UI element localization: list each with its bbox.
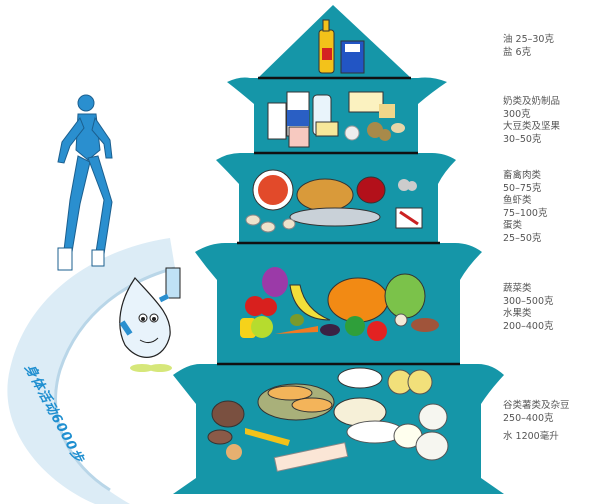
label-oil-salt: 油 25–30克 盐 6克 [503,34,554,59]
label-line: 奶类及奶制品 [503,96,561,107]
label-line: 谷类薯类及杂豆 [503,400,570,411]
dairy-icon [267,91,339,148]
tier-dividers [217,76,460,366]
runner-icon [57,94,113,271]
label-line: 250–400克 [503,412,554,424]
label-line: 鱼虾类 [503,195,532,207]
label-line: 75–100克 [503,207,548,219]
label-water: 水 1200毫升 [503,431,559,444]
label-line: 蛋类 [503,220,523,232]
soy-nuts-icon [344,91,405,141]
label-line: 水 1200毫升 [503,431,559,442]
label-line: 蔬菜类 [503,283,532,294]
salt-bag-icon [340,40,365,74]
label-line: 油 25–30克 [503,34,554,45]
label-grains: 谷类薯类及杂豆 250–400克 [503,400,570,425]
meat-fish-egg-icon [245,169,423,233]
grains-icon [207,367,449,472]
label-line: 300–500克 [503,295,554,307]
label-line: 50–75克 [503,182,542,194]
label-line: 300克 [503,108,531,120]
label-line: 盐 6克 [503,46,532,58]
label-line: 水果类 [503,308,532,320]
label-line: 200–400克 [503,320,554,332]
pagoda-tier-2 [227,77,447,153]
label-dairy-soy: 奶类及奶制品 300克 大豆类及坚果 30–50克 [503,96,560,146]
label-meat-fish-egg: 畜禽肉类 50–75克 鱼虾类 75–100克 蛋类 25–50克 [503,170,547,246]
label-line: 30–50克 [503,133,542,145]
pagoda-tier-5 [173,364,504,494]
label-vegetable-fruit: 蔬菜类 300–500克 水果类 200–400克 [503,283,554,333]
water-drop-character-icon [119,267,181,372]
label-line: 25–50克 [503,232,542,244]
vegetable-fruit-icon [240,267,439,341]
label-line: 大豆类及坚果 [503,121,561,133]
oil-bottle-icon [318,19,335,74]
activity-path [7,238,175,504]
label-line: 畜禽肉类 [503,170,542,181]
